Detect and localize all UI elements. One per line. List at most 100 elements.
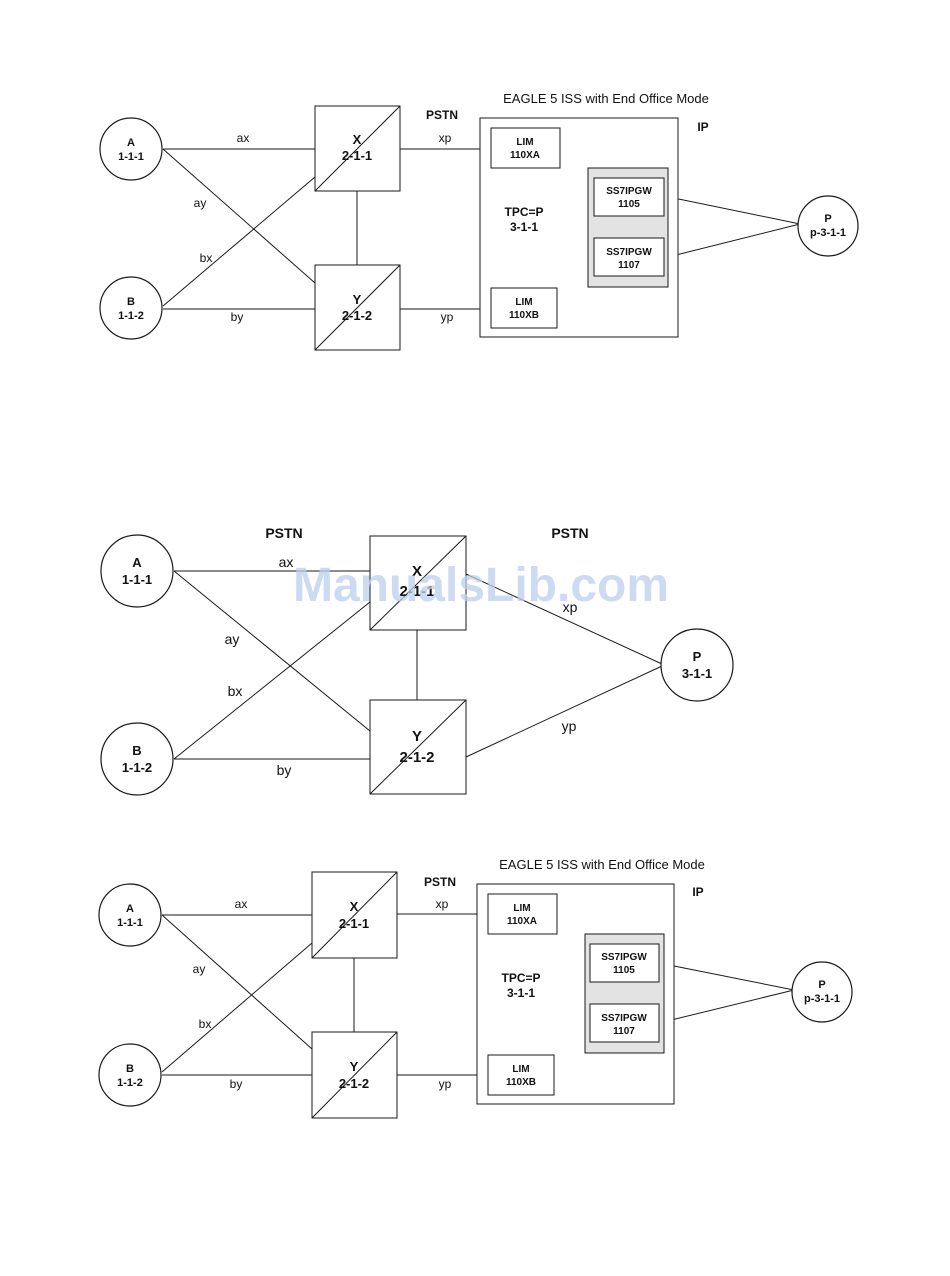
- gw1-line1: SS7IPGW: [606, 186, 652, 197]
- gw2-line1: SS7IPGW: [601, 1013, 647, 1024]
- stp-x-diagonal: [369, 535, 467, 631]
- ip-label: IP: [697, 120, 708, 134]
- node-b-pc: 1-1-2: [118, 310, 144, 322]
- stp-x-diagonal: [311, 871, 398, 959]
- label-yp: yp: [439, 1077, 452, 1091]
- tpc-line2: 3-1-1: [507, 986, 535, 1000]
- node-p-name: P: [693, 649, 702, 664]
- gw2-box: [593, 237, 665, 277]
- label-yp: yp: [441, 310, 454, 324]
- label-by: by: [277, 762, 292, 778]
- link-yp: [465, 665, 663, 758]
- label-ay: ay: [193, 962, 206, 976]
- gw2-line2: 1107: [618, 260, 640, 271]
- eagle-title: EAGLE 5 ISS with End Office Mode: [499, 857, 705, 872]
- node-b: [100, 722, 174, 796]
- label-bx: bx: [199, 1017, 212, 1031]
- link-ay: [161, 914, 313, 1050]
- gw2-box: [589, 1003, 660, 1043]
- node-b-name: B: [126, 1063, 134, 1075]
- gw1-line2: 1105: [613, 965, 635, 976]
- lim-b-line1: LIM: [515, 297, 532, 308]
- node-b-name: B: [132, 743, 141, 758]
- node-p: [791, 961, 853, 1023]
- lim-b-box: [487, 1054, 555, 1096]
- lim-b-line2: 110XB: [509, 310, 539, 321]
- link-gw2-p: [658, 989, 795, 1024]
- label-bx: bx: [200, 251, 213, 265]
- gw1-box: [589, 943, 660, 983]
- gw1-line2: 1105: [618, 199, 640, 210]
- stp-x-name: X: [350, 899, 359, 914]
- link-ay: [162, 148, 316, 284]
- label-ax: ax: [279, 554, 294, 570]
- node-a-name: A: [127, 137, 135, 149]
- lim-a-box: [490, 127, 561, 169]
- stp-y-pc: 2-1-2: [399, 749, 434, 766]
- ip-label: IP: [692, 885, 703, 899]
- node-p-pc: p-3-1-1: [810, 227, 846, 239]
- label-bx: bx: [228, 683, 243, 699]
- node-a-pc: 1-1-1: [118, 151, 144, 163]
- stp-y-diagonal: [314, 264, 401, 351]
- node-a-name: A: [132, 555, 142, 570]
- label-ay: ay: [225, 631, 240, 647]
- node-b-pc: 1-1-2: [117, 1077, 143, 1089]
- node-a: [99, 117, 163, 181]
- node-a-pc: 1-1-1: [122, 572, 152, 587]
- eagle-title: EAGLE 5 ISS with End Office Mode: [503, 91, 709, 106]
- stp-y-pc: 2-1-2: [342, 308, 372, 323]
- link-bx: [161, 942, 313, 1073]
- label-xp: xp: [436, 897, 449, 911]
- node-b: [98, 1043, 162, 1107]
- link-gw1-p: [658, 962, 795, 991]
- lim-a-line2: 110XA: [507, 916, 537, 927]
- stp-x-pc: 2-1-1: [339, 916, 369, 931]
- label-xp: xp: [439, 131, 452, 145]
- pstn-label-left: PSTN: [265, 525, 302, 541]
- node-p-pc: p-3-1-1: [804, 993, 840, 1005]
- link-xp: [465, 573, 663, 665]
- node-p-name: P: [818, 979, 825, 991]
- gw2-line2: 1107: [613, 1026, 635, 1037]
- diagram-2: ax ay bx by xp yp PSTN PSTN A 1-1-1 B 1-…: [100, 525, 734, 796]
- node-a-name: A: [126, 903, 134, 915]
- stp-x-name: X: [353, 132, 362, 147]
- node-a-pc: 1-1-1: [117, 917, 143, 929]
- lim-a-box: [487, 893, 558, 935]
- tpc-line1: TPC=P: [504, 205, 543, 219]
- stp-y-name: Y: [350, 1059, 359, 1074]
- link-gw1-p: [663, 195, 801, 225]
- link-gw2-p: [663, 223, 801, 259]
- lim-b-line1: LIM: [512, 1064, 529, 1075]
- lim-b-box: [490, 287, 558, 329]
- watermark-text: ManualsLib.com: [293, 559, 669, 612]
- gw1-line1: SS7IPGW: [601, 952, 647, 963]
- lim-b-line2: 110XB: [506, 1077, 536, 1088]
- label-by: by: [230, 1077, 243, 1091]
- label-ax: ax: [237, 131, 250, 145]
- stp-y-pc: 2-1-2: [339, 1076, 369, 1091]
- pstn-label: PSTN: [426, 108, 458, 122]
- stp-y-name: Y: [353, 292, 362, 307]
- diagram-3: ax ay bx by xp yp PSTN A 1-1-1 B 1-1-2 X…: [98, 857, 853, 1119]
- node-b: [99, 276, 163, 340]
- lim-a-line1: LIM: [516, 137, 533, 148]
- link-bx: [173, 601, 371, 760]
- tpc-line1: TPC=P: [501, 971, 540, 985]
- node-b-name: B: [127, 296, 135, 308]
- label-yp: yp: [562, 718, 577, 734]
- stp-x-pc: 2-1-1: [399, 583, 434, 600]
- stp-x-diagonal: [314, 105, 401, 192]
- stp-x-pc: 2-1-1: [342, 148, 372, 163]
- label-xp: xp: [563, 599, 578, 615]
- label-ax: ax: [235, 897, 248, 911]
- gw1-box: [593, 177, 665, 217]
- tpc-line2: 3-1-1: [510, 220, 538, 234]
- node-p: [660, 628, 734, 702]
- label-ay: ay: [194, 196, 207, 210]
- stp-x-name: X: [412, 563, 422, 580]
- node-p: [797, 195, 859, 257]
- node-b-pc: 1-1-2: [122, 760, 152, 775]
